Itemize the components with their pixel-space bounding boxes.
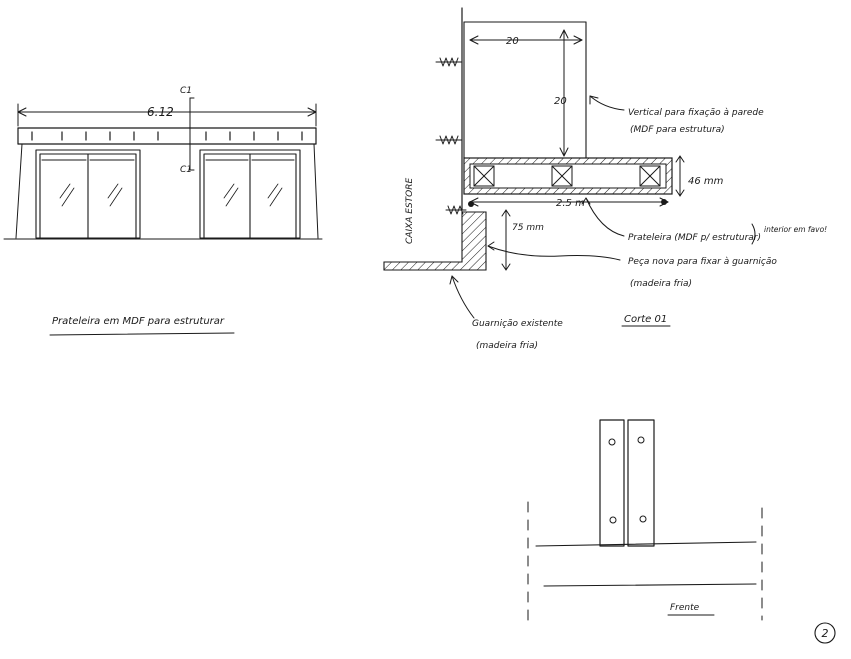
dimension-shelf-height-line — [675, 155, 685, 197]
section-cut-marker — [189, 97, 195, 171]
dimension-width-label: 6.12 — [147, 105, 174, 119]
screw-bottom — [445, 205, 467, 215]
front-bracket-uprights — [599, 419, 655, 547]
front-side-break-lines — [527, 501, 763, 621]
dimension-shelf-height-label: 46 mm — [688, 176, 724, 187]
note-piece: Peça nova para fixar à guarnição — [628, 257, 777, 267]
leader-existing — [449, 275, 475, 319]
dimension-shelf-width-label: 2.5 m — [556, 198, 585, 209]
dimension-vertical-line — [559, 29, 569, 157]
section-drawing: 20 20 46 mm — [383, 7, 827, 351]
note-existing: Guarnição existente — [472, 319, 563, 329]
front-view-drawing: Frente — [527, 419, 763, 621]
page-number-label: 2 — [822, 627, 829, 640]
vertical-mdf-panel — [463, 21, 587, 159]
elevation-caption: Prateleira em MDF para estruturar — [52, 316, 225, 327]
section-caption: Corte 01 — [624, 314, 667, 325]
dimension-width-line — [17, 103, 317, 127]
dimension-top-label: 20 — [506, 36, 519, 47]
section-mark-top-label: C1 — [180, 86, 192, 96]
caixa-estore-label: CAIXA ESTORE — [405, 177, 415, 244]
dimension-top-line — [469, 35, 583, 45]
dimension-dot-right — [661, 199, 667, 205]
glass-door-right — [199, 149, 301, 239]
elevation-caption-underline — [49, 332, 235, 336]
front-bracket-screws — [608, 436, 647, 524]
note-vertical-sub: (MDF para estrutura) — [630, 125, 725, 135]
shelf-section — [463, 157, 673, 195]
elevation-drawing: 6.12 C1 C1 — [3, 86, 323, 336]
wall-outline — [3, 143, 323, 240]
dimension-piece-line — [501, 209, 511, 271]
note-existing-sub: (madeira fria) — [476, 341, 538, 351]
note-shelf-extra: interior em favo! — [764, 225, 827, 234]
front-shelf-outline — [535, 541, 757, 587]
dimension-piece-label: 75 mm — [512, 223, 544, 233]
note-shelf-bracket — [751, 223, 756, 245]
note-piece-sub: (madeira fria) — [630, 279, 692, 289]
leader-shelf — [581, 197, 625, 237]
dimension-dot-left — [468, 201, 474, 207]
section-mark-bottom-label: C1 — [180, 165, 192, 175]
screw-middle — [435, 135, 463, 145]
shelf-band — [17, 127, 317, 145]
note-vertical: Vertical para fixação à parede — [628, 108, 764, 118]
dimension-vertical-label: 20 — [554, 96, 567, 107]
screw-top — [435, 57, 463, 67]
front-view-caption: Frente — [670, 603, 700, 613]
leader-vertical — [589, 95, 625, 111]
note-shelf: Prateleira (MDF p/ estruturar) — [628, 233, 761, 243]
leader-piece — [487, 241, 621, 261]
new-fixing-piece — [383, 211, 487, 271]
page-number-badge: 2 — [814, 622, 836, 644]
glass-door-left — [35, 149, 141, 239]
